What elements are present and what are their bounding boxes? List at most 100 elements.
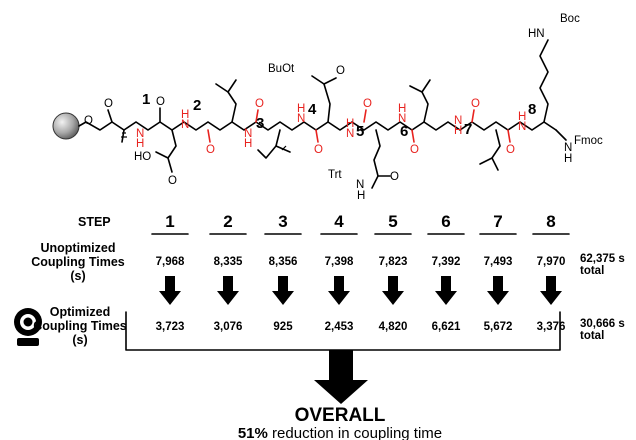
overall-reduction-text: 51% reduction in coupling time <box>238 425 442 440</box>
unoptimized-value: 7,823 <box>379 256 408 268</box>
webcam-icon <box>14 308 42 346</box>
carbonyl-oxygen-label: O <box>410 144 419 156</box>
step-number: 1 <box>165 212 174 231</box>
amide-h-label: H <box>297 103 305 115</box>
optimized-label: Optimized <box>50 305 110 319</box>
unoptimized-value: 7,970 <box>537 256 566 268</box>
residue-number: 2 <box>193 97 201 114</box>
amide-h-label: H <box>454 125 462 137</box>
carbonyl-oxygen-label: O <box>206 144 215 156</box>
unoptimized-total-label: total <box>580 265 604 277</box>
terminal-n-label: N <box>564 142 572 154</box>
optimized-value: 5,672 <box>484 321 513 333</box>
amide-h-label: H <box>518 111 526 123</box>
carbonyl-bonds <box>107 107 161 123</box>
reduction-arrow-icon <box>487 276 509 305</box>
carbonyl-oxygen-label: O <box>363 98 372 110</box>
carbonyl-oxygen-label: O <box>314 144 323 156</box>
peptide-structure: O O O HO O BuOt O Trt N H O HN Boc N H F… <box>52 13 603 202</box>
unoptimized-value: 7,493 <box>484 256 513 268</box>
boc-label: Boc <box>560 13 580 25</box>
amide-n-label: N <box>398 113 406 125</box>
amide-h-label: H <box>244 138 252 150</box>
step-number: 8 <box>546 212 555 231</box>
reduction-arrow-icon <box>382 276 404 305</box>
optimized-value: 4,820 <box>379 321 408 333</box>
step-number: 2 <box>223 212 232 231</box>
amide-h-label: H <box>181 109 189 121</box>
residue-number: 8 <box>528 101 536 118</box>
amide-h-label: H <box>357 190 365 202</box>
carbonyl-oxygen-label: O <box>506 144 515 156</box>
amide-h-label: H <box>398 103 406 115</box>
trityl-label: Trt <box>328 169 342 181</box>
step-header: STEP <box>78 215 111 229</box>
reduction-arrow-icon <box>217 276 239 305</box>
residue-number: 7 <box>464 121 472 138</box>
amide-n-label: N <box>454 115 462 127</box>
optimized-value: 3,076 <box>214 321 243 333</box>
resin-bead-icon <box>52 112 80 140</box>
amide-n-label: N <box>136 128 144 140</box>
reduction-arrow-icon <box>159 276 181 305</box>
amide-n-label: N <box>346 128 354 140</box>
amide-n-label: N <box>356 179 364 191</box>
overall-title: OVERALL <box>295 405 386 426</box>
optimized-value: 925 <box>273 321 293 333</box>
backbone-bonds <box>78 121 557 131</box>
amide-n-label: N <box>518 121 526 133</box>
reduction-arrow-icon <box>435 276 457 305</box>
residue-number: 5 <box>356 123 364 140</box>
hydroxyl-label: HO <box>134 151 151 163</box>
unoptimized-value: 8,356 <box>269 256 298 268</box>
amide-n-label: N <box>181 119 189 131</box>
overall-summary: OVERALL 51% reduction in coupling time <box>238 405 442 440</box>
carbonyl-oxygen-label: O <box>471 98 480 110</box>
reduction-text: reduction in coupling time <box>268 425 442 440</box>
unoptimized-value: 7,392 <box>432 256 461 268</box>
unoptimized-value: 8,335 <box>214 256 243 268</box>
side-chain-bonds <box>121 39 567 189</box>
optimized-label: Coupling Times <box>33 319 127 333</box>
optimized-label: (s) <box>72 333 87 347</box>
reduction-arrow-icon <box>540 276 562 305</box>
unoptimized-label: Unoptimized <box>41 241 116 255</box>
carbonyl-oxygen-label: O <box>156 96 165 108</box>
amide-h-label: H <box>346 118 354 130</box>
ester-oxygen-label: O <box>84 115 93 127</box>
residue-number: 3 <box>256 115 264 132</box>
reduction-arrow-icon <box>328 276 350 305</box>
residue-number: 6 <box>400 123 408 140</box>
optimized-value: 3,376 <box>537 321 566 333</box>
optimized-total: 30,666 s <box>580 318 625 330</box>
overall-arrow <box>314 350 368 404</box>
red-carbonyl-bonds <box>207 109 511 143</box>
amide-oxygen-label: O <box>390 171 399 183</box>
amide-n-label: N <box>244 128 252 140</box>
acid-oxygen-label: O <box>168 175 177 187</box>
stereo-hash-bonds <box>121 132 287 151</box>
optimized-total-label: total <box>580 330 604 342</box>
ester-carbonyl-oxygen-label: O <box>336 65 345 77</box>
lysine-hn-label: HN <box>528 28 545 40</box>
amide-n-label: N <box>297 113 305 125</box>
unoptimized-values-row: 7,968 8,335 8,356 7,398 7,823 7,392 7,493 7,970 <box>156 256 566 268</box>
optimized-value: 3,723 <box>156 321 185 333</box>
amide-h-label: H <box>136 138 144 150</box>
step-number: 3 <box>278 212 287 231</box>
optimized-value: 6,621 <box>432 321 461 333</box>
step-number: 5 <box>388 212 397 231</box>
fmoc-label: Fmoc <box>574 135 603 147</box>
residue-number: 4 <box>308 101 317 118</box>
unoptimized-value: 7,398 <box>325 256 354 268</box>
reduction-arrow-icon <box>272 276 294 305</box>
tbutyl-ester-label: BuOt <box>268 63 295 75</box>
unoptimized-label: Coupling Times <box>31 255 125 269</box>
carbonyl-oxygen-label: O <box>255 98 264 110</box>
unoptimized-value: 7,968 <box>156 256 185 268</box>
reduction-percent: 51% <box>238 425 268 440</box>
